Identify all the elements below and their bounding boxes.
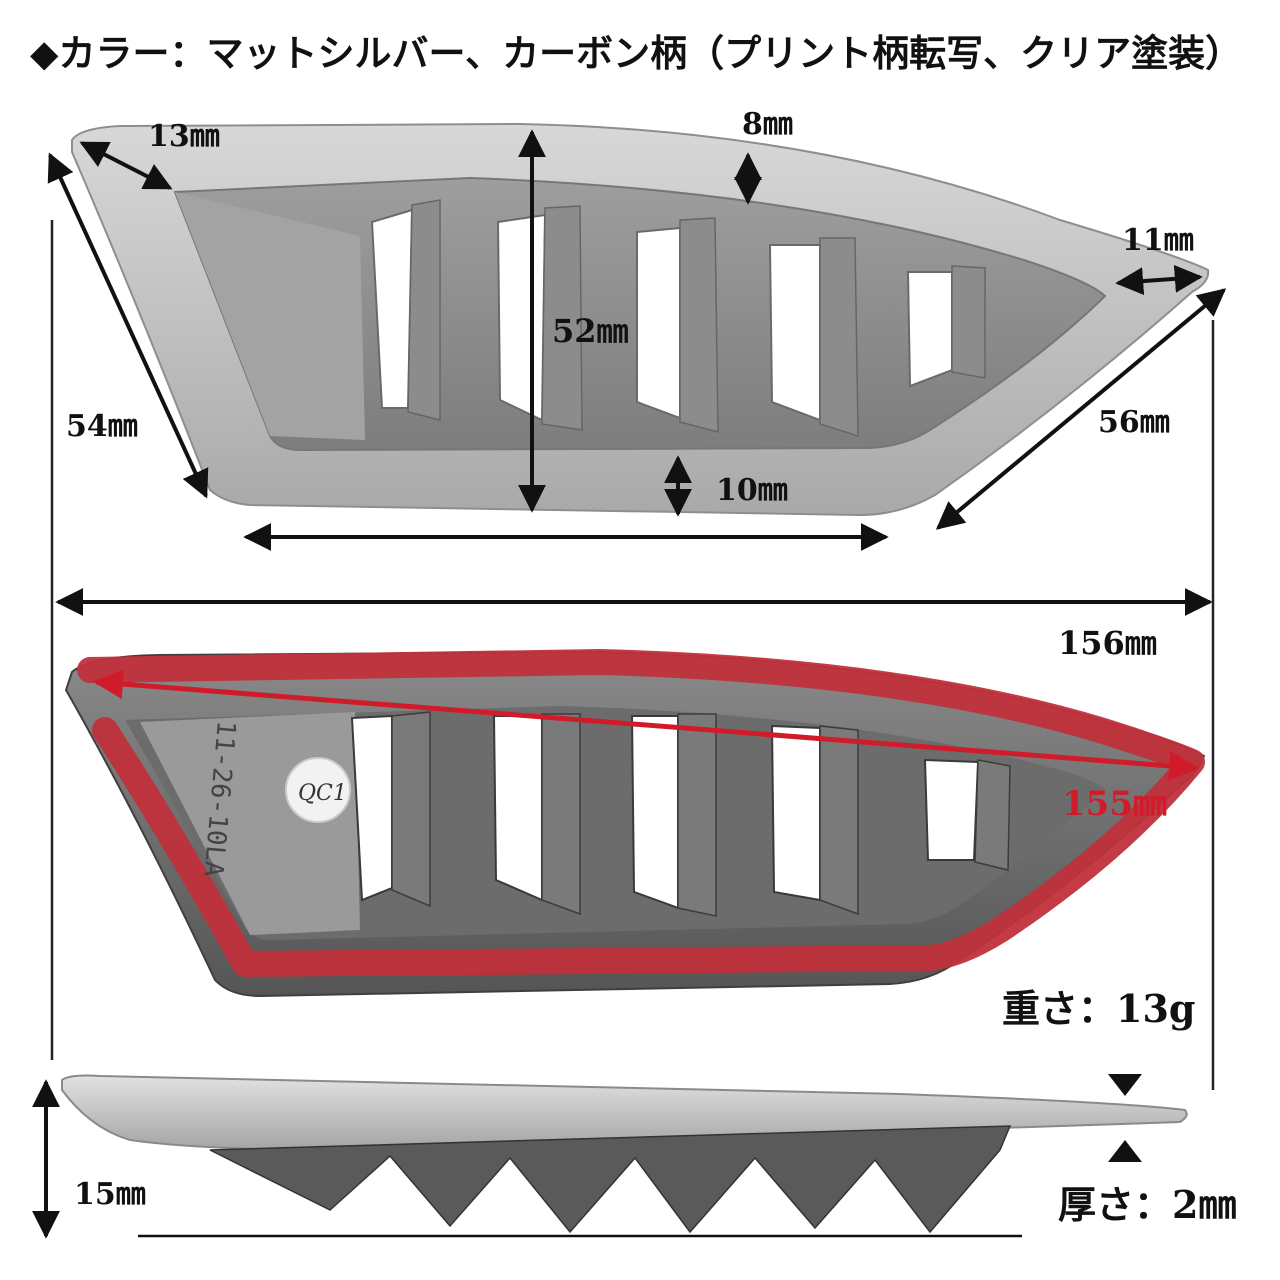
vent-top-left-panel bbox=[175, 192, 365, 440]
vent-opening bbox=[923, 758, 980, 861]
label-52mm: 52㎜ bbox=[552, 312, 629, 350]
dim-arrow-54mm bbox=[47, 152, 209, 499]
label-15mm: 15㎜ bbox=[74, 1177, 146, 1212]
thickness-marker-bottom bbox=[1108, 1140, 1142, 1162]
label-8mm: 8㎜ bbox=[742, 107, 793, 142]
guide-lines bbox=[50, 220, 1215, 1090]
vent-fin bbox=[541, 713, 581, 916]
thickness-label: 厚さ：2㎜ bbox=[1058, 1182, 1236, 1227]
dim-arrow-11mm bbox=[1115, 264, 1203, 296]
vent-fin bbox=[819, 725, 859, 916]
thickness-markers bbox=[1108, 1074, 1142, 1162]
vent-fin bbox=[391, 711, 431, 908]
vent-fin bbox=[679, 217, 719, 433]
vent-opening bbox=[630, 715, 679, 910]
dim-arrow-155mm bbox=[93, 669, 1199, 781]
label-10mm: 10㎜ bbox=[716, 473, 788, 508]
vent-opening bbox=[492, 715, 543, 902]
weight-label: 重さ：13g bbox=[1002, 986, 1195, 1031]
top-view-dimensions bbox=[47, 129, 1227, 616]
vent-opening bbox=[770, 724, 821, 902]
label-54mm: 54㎜ bbox=[66, 409, 138, 444]
vent-side-view bbox=[61, 1074, 1188, 1234]
vent-opening bbox=[636, 226, 681, 420]
qc-sticker-text: QC1 bbox=[298, 781, 347, 806]
vent-fin bbox=[407, 199, 441, 421]
label-13mm: 13㎜ bbox=[148, 119, 220, 154]
vent-fin bbox=[974, 759, 1011, 871]
label-155mm: 155㎜ bbox=[1062, 784, 1167, 824]
thickness-marker-top bbox=[1108, 1074, 1142, 1096]
vent-opening bbox=[768, 244, 821, 422]
dim-arrow-56mm bbox=[935, 288, 1227, 530]
vent-opening bbox=[906, 271, 953, 388]
vent-fin bbox=[677, 713, 717, 917]
vent-side-fins bbox=[209, 1125, 1012, 1234]
vent-opening bbox=[496, 213, 547, 422]
vent-top-fins bbox=[407, 199, 986, 438]
vent-fin bbox=[951, 265, 986, 379]
side-view-dimensions bbox=[32, 1079, 1022, 1239]
label-11mm: 11㎜ bbox=[1122, 223, 1194, 258]
label-156mm: 156㎜ bbox=[1058, 624, 1157, 662]
page-title: ◆カラー：マットシルバー、カーボン柄（プリント柄転写、クリア塗装） bbox=[30, 32, 1242, 75]
label-56mm: 56㎜ bbox=[1098, 405, 1170, 440]
vent-back-view: QC1 11-26-10LA bbox=[64, 649, 1206, 998]
vent-fin bbox=[819, 237, 859, 438]
vent-top-view bbox=[71, 122, 1210, 517]
vent-side-top-surface bbox=[61, 1074, 1188, 1152]
